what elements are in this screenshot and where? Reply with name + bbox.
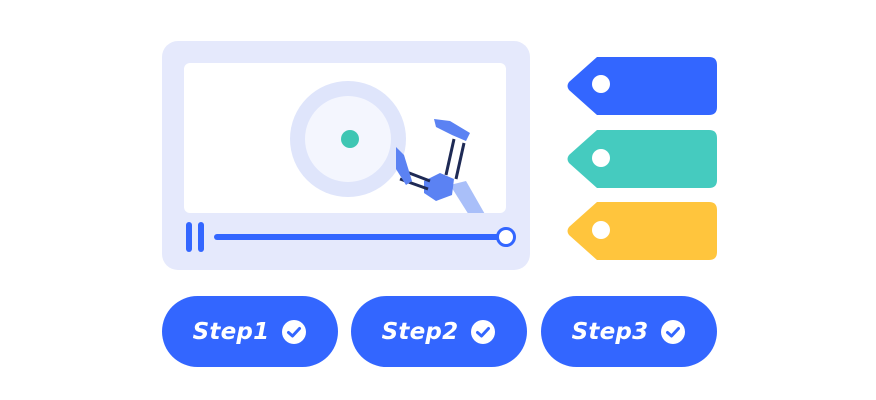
pause-button[interactable]	[184, 222, 210, 252]
tag-icon	[567, 130, 717, 188]
robot-arm-illustration	[290, 81, 485, 213]
progress-handle[interactable]	[496, 227, 516, 247]
yellow-tag[interactable]	[567, 202, 717, 260]
tag-icon	[567, 202, 717, 260]
progress-bar[interactable]	[214, 234, 506, 240]
check-circle-icon	[282, 319, 307, 344]
pause-icon	[186, 222, 192, 252]
step-label: Step1	[192, 318, 270, 345]
check-circle-icon	[661, 319, 686, 344]
teal-tag[interactable]	[567, 130, 717, 188]
pause-icon-bar	[198, 222, 204, 252]
step-label: Step3	[571, 318, 649, 345]
video-screen[interactable]	[184, 63, 506, 213]
step3-button[interactable]: Step3	[541, 296, 717, 367]
tag-icon	[567, 57, 717, 115]
check-circle-icon	[471, 319, 496, 344]
blue-tag[interactable]	[567, 57, 717, 115]
step1-button[interactable]: Step1	[162, 296, 338, 367]
step2-button[interactable]: Step2	[351, 296, 527, 367]
step-label: Step2	[381, 318, 459, 345]
